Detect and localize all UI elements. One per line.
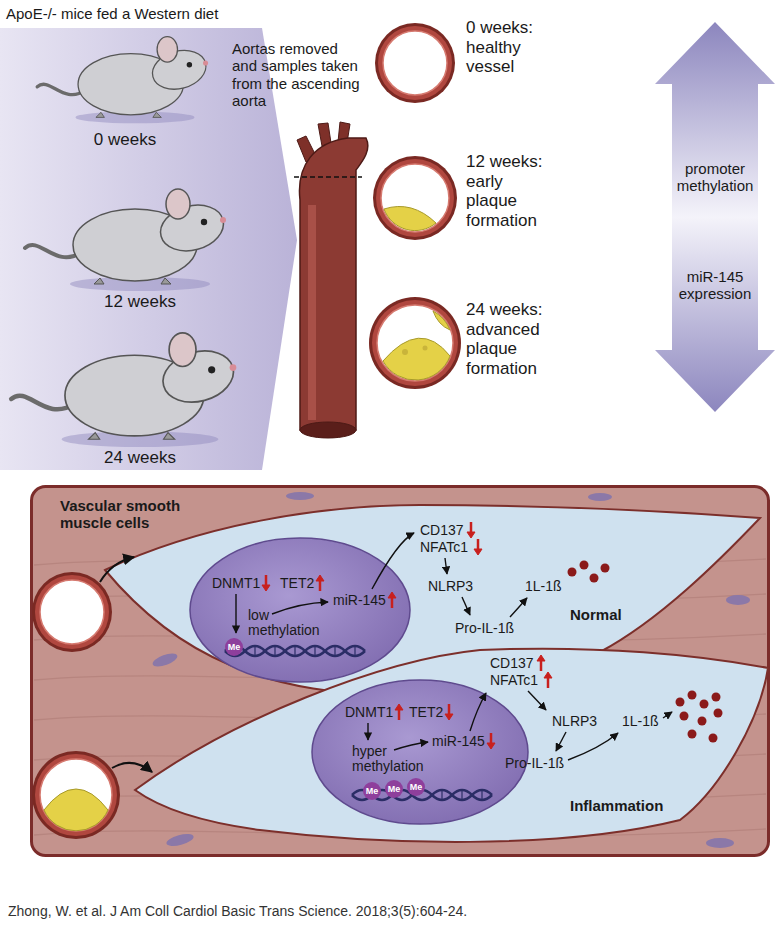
methyl-mark: Me	[385, 780, 403, 798]
trend-label: miR-145 expression	[660, 268, 770, 303]
molecule-label: TET2	[409, 704, 443, 720]
molecule-label: 1L-1ß	[525, 578, 562, 594]
panel-heading: ApoE-/- mice fed a Western diet	[6, 5, 296, 22]
molecule-label: miR-145	[432, 733, 485, 749]
molecule-label: DNMT1	[212, 575, 260, 591]
vessel-label: 24 weeks: advanced plaque formation	[466, 300, 558, 378]
smooth-muscle-cell: CD137NFATc1NLRP3Pro-IL-1ß 1L-1ßInflammati…	[132, 644, 772, 854]
molecule-label: NLRP3	[428, 578, 473, 594]
pathway-arrows	[100, 533, 672, 772]
molecule-label: TET2	[280, 575, 314, 591]
double-arrow-outline	[655, 22, 775, 412]
molecule-label: NFATc1	[420, 539, 468, 555]
aorta-drawing	[294, 122, 368, 438]
cell-nucleus-outline	[190, 538, 410, 682]
molecule-label: NLRP3	[552, 713, 597, 729]
cell-nucleus-outline	[312, 680, 528, 824]
tissue-panel: Vascular smooth muscle cellsCD137NFATc1N…	[30, 485, 770, 857]
panel-heading: Vascular smooth muscle cells	[60, 497, 200, 532]
vessel-label: 0 weeks: healthy vessel	[466, 18, 558, 77]
molecule-label: CD137	[490, 655, 534, 671]
methyl-mark: Me	[363, 782, 381, 800]
molecule-label: DNMT1	[345, 704, 393, 720]
molecule-label: miR-145	[333, 592, 386, 608]
molecule-label: Pro-IL-1ß	[455, 620, 514, 636]
methylation-label: hyper methylation	[352, 744, 432, 774]
double-arrow: promoter methylation miR-145 expression	[655, 22, 775, 412]
state-label: Inflammation	[570, 797, 663, 814]
methylation-label: low methylation	[248, 608, 328, 638]
dna-helix	[225, 645, 492, 801]
time-label: 24 weeks	[80, 448, 200, 468]
cell-nucleus: DNMT1 TET2 low methylation miR-145Me	[190, 538, 410, 682]
molecule-label: Pro-IL-1ß	[505, 755, 564, 771]
methyl-mark: Me	[225, 638, 243, 656]
mouse-figures	[11, 37, 239, 447]
molecule-label: 1L-1ß	[622, 713, 659, 729]
molecule-label: CD137	[420, 522, 464, 538]
vessel-label: 12 weeks: early plaque formation	[466, 152, 558, 230]
figure-caption: Zhong, W. et al. J Am Coll Cardiol Basic…	[8, 903, 467, 919]
time-label: 12 weeks	[80, 292, 200, 312]
time-label: 0 weeks	[70, 130, 180, 150]
molecule-label: NFATc1	[490, 672, 538, 688]
methyl-mark: Me	[407, 778, 425, 796]
smooth-muscle-cell: CD137NFATc1NLRP3Pro-IL-1ß1L-1ßNormalDNMT…	[98, 502, 763, 707]
procedure-note: Aortas removed and samples taken from th…	[232, 40, 367, 109]
cell-nucleus: DNMT1TET2hyper methylationmiR-145MeMeMe	[312, 680, 528, 824]
trend-label: promoter methylation	[660, 160, 770, 195]
vessel-rings	[32, 23, 461, 839]
state-label: Normal	[570, 606, 622, 623]
